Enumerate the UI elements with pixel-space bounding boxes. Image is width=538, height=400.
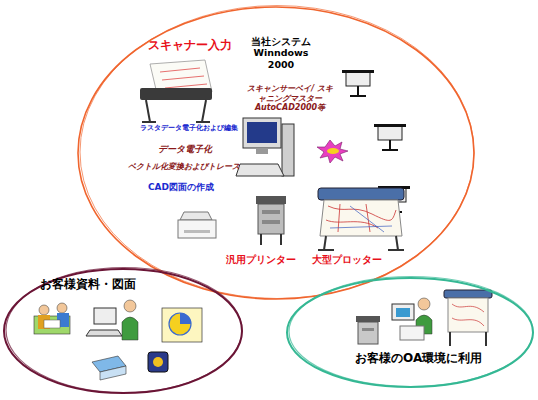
chart-icon <box>162 308 202 342</box>
workstation-icon <box>86 300 138 340</box>
plotter-icon <box>318 188 404 250</box>
copier-icon <box>356 316 380 344</box>
meeting-icon <box>34 303 70 334</box>
system-label: 当社システム Winndows 2000 <box>240 36 322 70</box>
ellipse-stroke <box>289 277 533 387</box>
process-label: CAD図面の作成 <box>148 182 214 193</box>
printer-icon <box>178 212 216 238</box>
terminal-icon <box>374 124 406 150</box>
box-icon <box>92 356 126 380</box>
burst-icon <box>317 140 348 163</box>
scanner-icon <box>140 60 212 122</box>
ellipse-stroke <box>6 268 242 393</box>
software-label: スキャンサーベイ/ スキャニングマスター AutoCAD2000等 <box>246 84 334 113</box>
computer-icon <box>236 118 294 176</box>
process-label: ベクトル化変換およびトレース <box>128 162 240 172</box>
copier-icon <box>256 196 286 245</box>
device-label: 大型プロッター <box>312 254 382 266</box>
customer-ellipse: お客様のOA環境に利用 <box>284 275 536 390</box>
group-heading: お客様資料・図面 <box>40 277 136 291</box>
section-heading: スキャナー入力 <box>148 38 232 52</box>
workstation-icon <box>392 298 432 340</box>
camera-icon <box>148 352 168 372</box>
process-label: データ電子化 <box>158 144 212 155</box>
materials-ellipse: お客様資料・図面 <box>1 266 245 396</box>
device-label: 汎用プリンター <box>226 254 296 266</box>
terminal-icon <box>342 70 374 96</box>
group-heading: お客様のOA環境に利用 <box>355 351 482 365</box>
ellipse-stroke <box>80 6 474 299</box>
process-label: ラスタデータ電子化および編集 <box>140 124 238 132</box>
ellipse-outline <box>284 275 536 390</box>
plotter-icon <box>444 290 492 346</box>
